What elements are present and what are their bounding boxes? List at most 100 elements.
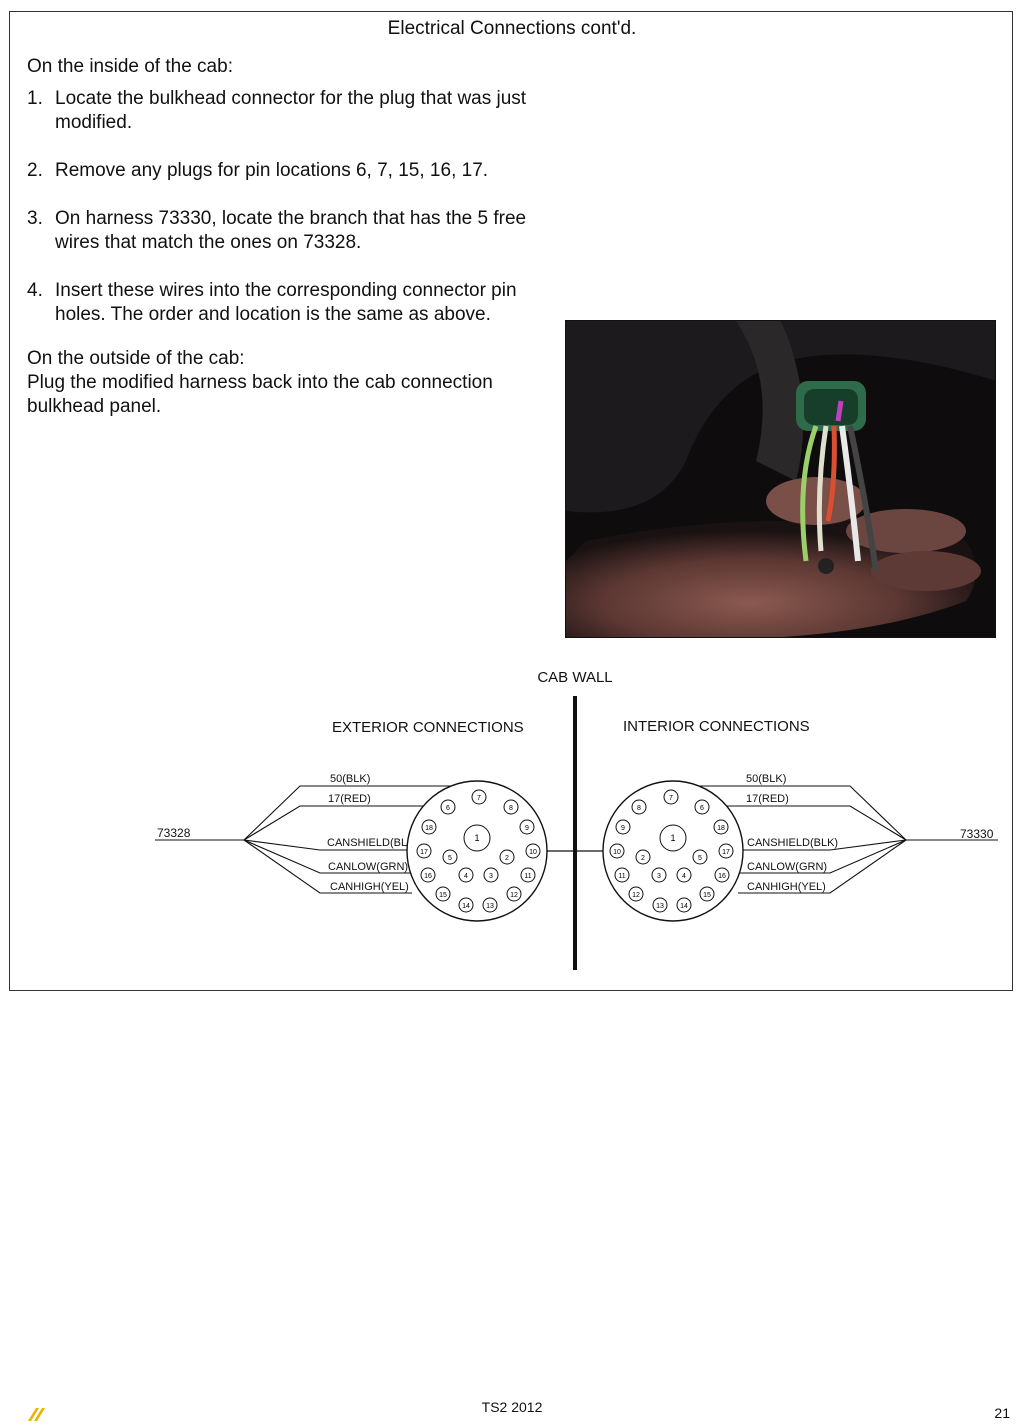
pin-label-8: 8 — [509, 805, 513, 812]
pin-label-6: 6 — [700, 805, 704, 812]
outside-text: Plug the modified harness back into the … — [27, 372, 493, 417]
wiring-diagram: CAB WALL EXTERIOR CONNECTIONS INTERIOR C… — [140, 660, 1020, 985]
pin-2 — [499, 849, 515, 865]
pin-16 — [714, 867, 730, 883]
pin-13 — [482, 897, 498, 913]
pin-label-8: 8 — [637, 805, 641, 812]
svg-text:CANLOW(GRN): CANLOW(GRN) — [747, 861, 827, 873]
pin-label-6: 6 — [446, 805, 450, 812]
pin-8 — [631, 799, 647, 815]
pin-7 — [471, 789, 487, 805]
pin-9 — [615, 819, 631, 835]
pin-8 — [503, 799, 519, 815]
pin-label-9: 9 — [621, 825, 625, 832]
pin-label-9: 9 — [525, 825, 529, 832]
pin-label-14: 14 — [680, 903, 688, 910]
cab-wall-label: CAB WALL — [537, 669, 612, 686]
svg-text:CANSHIELD(BLK): CANSHIELD(BLK) — [327, 837, 418, 849]
pin-label-12: 12 — [632, 892, 640, 899]
pin-12 — [628, 886, 644, 902]
interior-wires — [680, 785, 998, 894]
pin-3 — [483, 867, 499, 883]
pin-label-15: 15 — [703, 892, 711, 899]
pin-11 — [520, 867, 536, 883]
pin-label-12: 12 — [510, 892, 518, 899]
pin-11 — [614, 867, 630, 883]
interior-title: INTERIOR CONNECTIONS — [623, 718, 810, 735]
pin-9 — [519, 819, 535, 835]
pin-label-16: 16 — [424, 873, 432, 880]
outside-heading: On the outside of the cab: — [27, 348, 245, 369]
pin-16 — [420, 867, 436, 883]
pin-18 — [713, 819, 729, 835]
pin-14 — [458, 897, 474, 913]
exterior-title: EXTERIOR CONNECTIONS — [332, 719, 524, 736]
interior-harness-label: 73330 — [960, 827, 994, 841]
svg-text:CANHIGH(YEL): CANHIGH(YEL) — [330, 881, 409, 893]
inside-heading: On the inside of the cab: — [27, 56, 233, 77]
pin-label-7: 7 — [669, 795, 673, 802]
exterior-harness-label: 73328 — [157, 826, 191, 840]
logo-icon — [28, 1408, 46, 1426]
pin-18 — [421, 819, 437, 835]
instructions: On the inside of the cab: 1.Locate the b… — [27, 55, 537, 419]
pin-5 — [692, 849, 708, 865]
list-item: 2.Remove any plugs for pin locations 6, … — [27, 160, 489, 181]
page-title: Electrical Connections cont'd. — [387, 18, 637, 39]
pin-label-4: 4 — [464, 873, 468, 880]
pin-17 — [416, 843, 432, 859]
pin-10 — [525, 843, 541, 859]
list-item: 4.Insert these wires into the correspond… — [27, 280, 517, 325]
pin-5 — [442, 849, 458, 865]
svg-text:CANHIGH(YEL): CANHIGH(YEL) — [747, 881, 826, 893]
pin-label-10: 10 — [529, 849, 537, 856]
list-item: 1.Locate the bulkhead connector for the … — [27, 88, 527, 133]
pin-label-11: 11 — [524, 873, 531, 880]
pin-label-3: 3 — [489, 873, 493, 880]
pin-7 — [663, 789, 679, 805]
pin-label-3: 3 — [657, 873, 661, 880]
pin-17 — [718, 843, 734, 859]
pin-label-1: 1 — [474, 833, 479, 843]
pin-label-5: 5 — [448, 855, 452, 862]
pin-label-10: 10 — [613, 849, 621, 856]
pin-1 — [463, 824, 491, 852]
pin-label-13: 13 — [656, 903, 664, 910]
pin-label-1: 1 — [670, 833, 675, 843]
wire-harness-photo — [565, 320, 996, 638]
svg-text:17(RED): 17(RED) — [328, 793, 371, 805]
pin-label-2: 2 — [505, 855, 509, 862]
pin-4 — [676, 867, 692, 883]
svg-text:50(BLK): 50(BLK) — [746, 773, 786, 785]
interior-wire-labels: 50(BLK) 17(RED) CANSHIELD(BLK) CANLOW(GR… — [746, 773, 838, 893]
footer-text: TS2 2012 — [481, 1399, 543, 1415]
pin-label-2: 2 — [641, 855, 645, 862]
svg-text:CANSHIELD(BLK): CANSHIELD(BLK) — [747, 837, 838, 849]
pin-label-7: 7 — [477, 795, 481, 802]
pin-label-18: 18 — [717, 825, 725, 832]
pin-label-16: 16 — [718, 873, 726, 880]
list-item: 3.On harness 73330, locate the branch th… — [27, 208, 527, 253]
pin-15 — [435, 886, 451, 902]
pin-label-13: 13 — [486, 903, 494, 910]
pin-10 — [609, 843, 625, 859]
pin-14 — [676, 897, 692, 913]
exterior-wires — [155, 785, 475, 894]
pin-label-17: 17 — [420, 849, 428, 856]
photo-illustration — [566, 321, 995, 637]
pin-label-15: 15 — [439, 892, 447, 899]
pin-3 — [651, 867, 667, 883]
pin-label-14: 14 — [462, 903, 470, 910]
pin-4 — [458, 867, 474, 883]
pin-1 — [659, 824, 687, 852]
pin-label-18: 18 — [425, 825, 433, 832]
svg-text:17(RED): 17(RED) — [746, 793, 789, 805]
page-number: 21 — [994, 1405, 1010, 1421]
pin-13 — [652, 897, 668, 913]
pin-6 — [694, 799, 710, 815]
svg-text:CANLOW(GRN): CANLOW(GRN) — [328, 861, 408, 873]
pin-label-4: 4 — [682, 873, 686, 880]
exterior-wire-labels: 50(BLK) 17(RED) CANSHIELD(BLK) CANLOW(GR… — [327, 773, 418, 893]
